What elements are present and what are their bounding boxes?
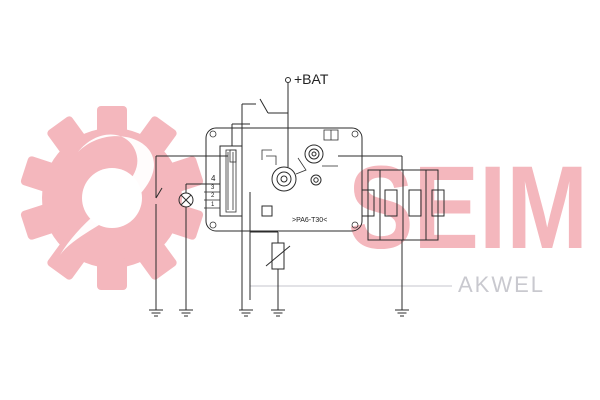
module-marking: >PA6-T30< (292, 217, 327, 224)
ground-symbols (149, 309, 409, 317)
relay-coil (271, 166, 297, 192)
glow-plug-bank (338, 155, 445, 310)
terminal (313, 177, 319, 183)
relay-pin (280, 175, 288, 183)
pin-label-3: 3 (211, 185, 215, 191)
relay-assembly (261, 129, 339, 192)
gear-tooth (20, 156, 59, 193)
glow-plug-icon (408, 189, 422, 217)
pin-label-4: 4 (211, 174, 216, 183)
ground-icon (239, 309, 253, 317)
ignition-switch (231, 98, 288, 310)
connector-inner (225, 149, 237, 213)
gear-tooth (47, 239, 88, 280)
temperature-sensor (249, 192, 291, 310)
brand-logo: SEIM AKWEL (20, 106, 588, 297)
lamp-switch (155, 187, 163, 199)
terminal (310, 174, 322, 186)
pin-label-2: 2 (211, 193, 215, 199)
battery-supply: +BAT (285, 71, 329, 167)
indicator-lamp (155, 155, 228, 310)
glow-plug-icon (384, 189, 398, 217)
battery-terminal (285, 77, 291, 83)
relay-core (308, 148, 320, 160)
mounting-hole (351, 130, 359, 138)
relay-pin (311, 151, 317, 157)
switch-contact (259, 98, 269, 114)
gear-tooth (47, 116, 88, 157)
gear-tooth (97, 258, 127, 290)
gear-tooth (136, 116, 177, 157)
gear-icon (20, 106, 204, 290)
relay-lead (295, 157, 307, 175)
relay-coil (304, 144, 324, 164)
battery-label: +BAT (294, 71, 329, 87)
ground-icon (149, 309, 163, 317)
relay-lead (266, 155, 277, 165)
ground-icon (179, 309, 193, 317)
ground-icon (271, 309, 285, 317)
pin-label-1: 1 (211, 202, 215, 208)
brand-logo-text: SEIM (348, 142, 588, 274)
gear-tooth (97, 106, 127, 138)
brand-tagline: AKWEL (458, 272, 545, 297)
logo-swoosh (60, 134, 154, 255)
gear-tooth (136, 239, 177, 280)
gear-tooth (165, 203, 204, 240)
mounting-hole (351, 221, 359, 229)
mounting-hole (209, 130, 217, 138)
mounting-hole (209, 221, 217, 229)
relay-lead (261, 149, 272, 160)
glow-plug-icon (431, 189, 445, 217)
glow-plug-icon (361, 189, 375, 217)
status-indicator (261, 205, 273, 217)
gear-tooth (20, 203, 59, 240)
ground-icon (395, 309, 409, 317)
relay-core (276, 171, 292, 187)
thermistor-arrow (265, 245, 291, 267)
connector-tab (229, 149, 237, 163)
lamp-filament (180, 194, 192, 206)
module-housing (205, 127, 363, 232)
control-module: >PA6-T30< (205, 127, 363, 232)
